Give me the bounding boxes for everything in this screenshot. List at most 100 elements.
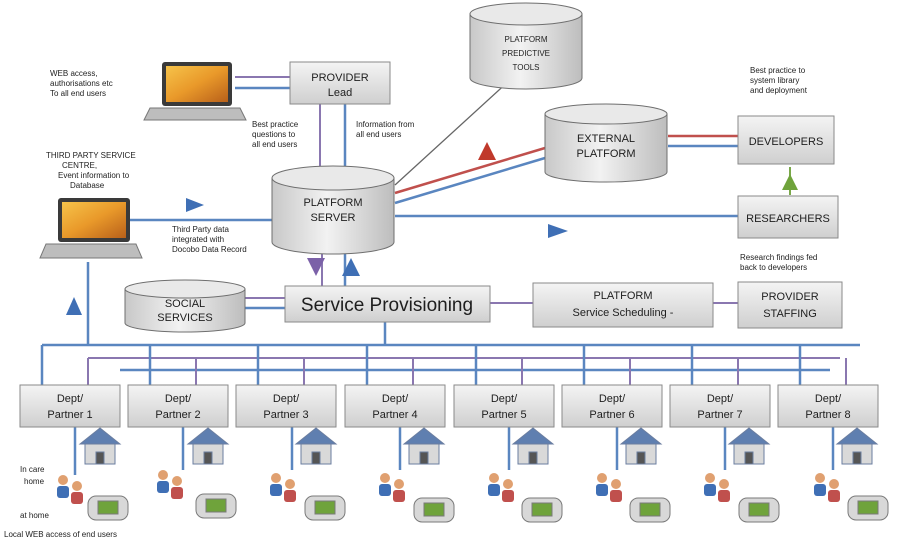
handheld-device-icon: [413, 497, 455, 523]
note-third-party-centre: THIRD PARTY SERVICE CENTRE, Event inform…: [46, 151, 136, 190]
partner-4-line-2: Partner 4: [372, 409, 417, 421]
provider-staffing-line-2: STAFFING: [763, 308, 817, 320]
end-user-row: [57, 427, 889, 523]
svg-text:Event information to: Event information to: [58, 171, 130, 180]
arrow-down-icon: [307, 258, 325, 276]
platform-server-cylinder: PLATFORM SERVER: [271, 165, 395, 255]
partner-4-line-1: Dept/: [382, 393, 409, 405]
social-services-line-1: SOCIAL: [165, 298, 205, 310]
note-best-practice-library: Best practice to system library and depl…: [750, 66, 808, 95]
house-icon: [727, 427, 771, 465]
handheld-device-icon: [629, 497, 671, 523]
svg-text:all end users: all end users: [252, 140, 297, 149]
svg-text:home: home: [24, 477, 45, 486]
developers-box: DEVELOPERS: [737, 115, 835, 165]
arrow-up-icon: [342, 258, 360, 276]
svg-text:To all end users: To all end users: [50, 89, 106, 98]
svg-text:WEB access,: WEB access,: [50, 69, 98, 78]
annotation-notes: WEB access, authorisations etc To all en…: [4, 66, 817, 539]
partner-box-4: Dept/ Partner 4: [344, 384, 446, 428]
svg-text:THIRD PARTY SERVICE: THIRD PARTY SERVICE: [46, 151, 136, 160]
house-icon: [78, 427, 122, 465]
partner-3-line-2: Partner 3: [263, 409, 308, 421]
partner-3-line-1: Dept/: [273, 393, 300, 405]
provider-lead-title: PROVIDER: [311, 72, 369, 84]
svg-text:Information from: Information from: [356, 120, 415, 129]
svg-text:Docobo Data Record: Docobo Data Record: [172, 245, 247, 254]
partner-box-2: Dept/ Partner 2: [127, 384, 229, 428]
partner-6-line-1: Dept/: [599, 393, 626, 405]
handheld-device-icon: [87, 495, 129, 521]
partner-6-line-2: Partner 6: [589, 409, 634, 421]
svg-text:CENTRE,: CENTRE,: [62, 161, 97, 170]
person-icon: [596, 473, 622, 502]
person-icon: [488, 473, 514, 502]
external-platform-cylinder: EXTERNAL PLATFORM: [544, 103, 668, 183]
note-local-web: Local WEB access of end users: [4, 530, 117, 539]
provider-lead-subtitle: Lead: [328, 87, 352, 99]
arrow-up-icon: [478, 142, 496, 160]
service-scheduling-line-2: Service Scheduling -: [573, 307, 674, 319]
person-icon: [57, 475, 83, 504]
social-services-cylinder: SOCIAL SERVICES: [124, 279, 246, 333]
arrow-right-icon: [548, 224, 568, 238]
partner-box-7: Dept/ Partner 7: [669, 384, 771, 428]
service-provisioning-label: Service Provisioning: [301, 295, 473, 316]
house-icon: [402, 427, 446, 465]
laptop-icon: [143, 62, 247, 121]
arrow-up-icon: [782, 174, 798, 190]
arrow-right-icon: [186, 198, 204, 212]
note-research-findings: Research findings fed back to developers: [740, 253, 817, 272]
svg-text:system library: system library: [750, 76, 799, 85]
note-at-home: at home: [20, 511, 49, 520]
svg-text:back to developers: back to developers: [740, 263, 807, 272]
developers-label: DEVELOPERS: [749, 136, 824, 148]
external-platform-line-1: EXTERNAL: [577, 133, 635, 145]
partner-5-line-1: Dept/: [491, 393, 518, 405]
svg-text:In care: In care: [20, 465, 45, 474]
house-icon: [294, 427, 338, 465]
provider-staffing-line-1: PROVIDER: [761, 291, 819, 303]
person-icon: [157, 470, 183, 499]
handheld-device-icon: [521, 497, 563, 523]
arrow-up-icon: [66, 297, 82, 315]
provider-lead-box: PROVIDER Lead: [289, 61, 391, 105]
note-best-practice-questions: Best practice questions to all end users: [252, 120, 299, 149]
service-scheduling-box: PLATFORM Service Scheduling -: [532, 282, 714, 328]
laptop-icon: [39, 198, 143, 259]
person-icon: [379, 473, 405, 502]
partner-2-line-2: Partner 2: [155, 409, 200, 421]
svg-text:all end users: all end users: [356, 130, 401, 139]
svg-text:integrated with: integrated with: [172, 235, 224, 244]
person-icon: [704, 473, 730, 502]
partner-8-line-2: Partner 8: [805, 409, 850, 421]
provider-staffing-box: PROVIDER STAFFING: [737, 281, 843, 329]
svg-text:and deployment: and deployment: [750, 86, 808, 95]
platform-server-line-1: PLATFORM: [303, 197, 362, 209]
svg-text:questions to: questions to: [252, 130, 296, 139]
partner-box-3: Dept/ Partner 3: [235, 384, 337, 428]
person-icon: [270, 473, 296, 502]
partner-box-6: Dept/ Partner 6: [561, 384, 663, 428]
service-provisioning-box: Service Provisioning: [284, 285, 491, 323]
predictive-tools-line-1: PLATFORM: [505, 35, 548, 44]
note-info-from-users: Information from all end users: [356, 120, 415, 139]
social-services-line-2: SERVICES: [157, 312, 212, 324]
handheld-device-icon: [847, 495, 889, 521]
svg-text:Best practice to: Best practice to: [750, 66, 806, 75]
researchers-box: RESEARCHERS: [737, 195, 839, 239]
partner-box-8: Dept/ Partner 8: [777, 384, 879, 428]
partner-box-1: Dept/ Partner 1: [19, 384, 121, 428]
platform-server-line-2: SERVER: [310, 212, 355, 224]
connectors: [40, 76, 860, 475]
house-icon: [186, 427, 230, 465]
partner-8-line-1: Dept/: [815, 393, 842, 405]
note-web-access: WEB access, authorisations etc To all en…: [50, 69, 113, 98]
partner-7-line-1: Dept/: [707, 393, 734, 405]
svg-text:Third Party data: Third Party data: [172, 225, 229, 234]
svg-text:Database: Database: [70, 181, 105, 190]
predictive-tools-line-3: TOOLS: [513, 63, 540, 72]
partner-row: Dept/ Partner 1 Dept/ Partner 2 Dept/ Pa…: [19, 384, 879, 428]
note-third-party-data: Third Party data integrated with Docobo …: [172, 225, 247, 254]
